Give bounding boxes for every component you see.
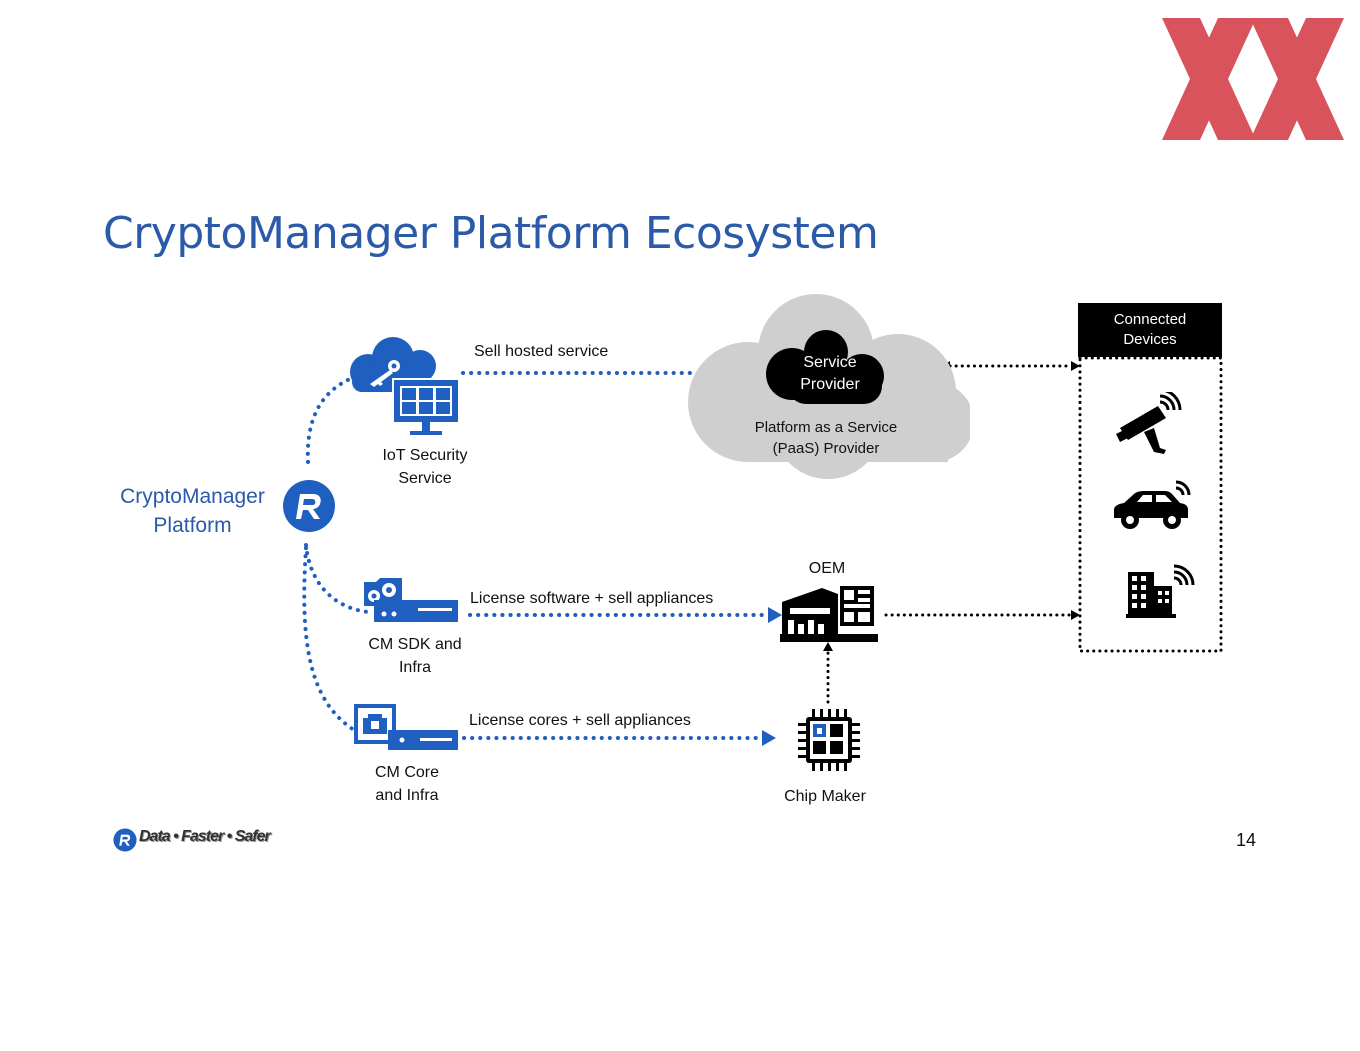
paas-label-line2: (PaaS) Provider [772,440,880,457]
cloud-icon [688,294,970,479]
connected-devices-line1: Connected [1113,311,1187,328]
cloud-key-monitor-icon [350,337,460,435]
cm-core-label-line1: CM Core [374,764,439,781]
slide-title: CryptoManager Platform Ecosystem [103,208,879,259]
service-provider-line1: Service [803,354,857,371]
connected-car-icon [1114,480,1191,529]
iot-security-label: IoT Security Service [365,444,485,490]
factory-icon [780,586,878,642]
platform-label-line1: CryptoManager [120,485,265,508]
chip-maker-label: Chip Maker [784,788,866,805]
cm-sdk-label: CM SDK and Infra [355,633,475,679]
xx-logo [1162,18,1344,140]
paas-label-line1: Platform as a Service [754,419,898,436]
edge-label-license-software: License software + sell appliances [470,590,714,607]
rambus-r-logo-icon [283,480,335,532]
oem-label: OEM [808,560,846,577]
iot-label-line2: Service [398,470,452,487]
security-camera-icon [1116,392,1182,454]
curve-to-iot [305,376,354,464]
paas-label: Platform as a Service (PaaS) Provider [740,417,912,459]
footer-tagline: Data • Faster • Safer [139,828,271,845]
rambus-footer-logo-icon [113,828,137,852]
lock-engine-server-icon [354,704,458,750]
connected-devices-header: Connected Devices [1078,303,1222,357]
service-provider-label: Service Provider [765,352,895,396]
service-provider-line2: Provider [800,376,860,393]
cm-core-label: CM Core and Infra [347,761,467,807]
cm-sdk-label-line2: Infra [398,659,431,676]
platform-label-line2: Platform [153,514,232,537]
gears-server-icon [364,578,458,622]
connected-devices-line2: Devices [1123,331,1177,348]
platform-label: CryptoManager Platform [100,482,285,540]
curve-to-sdk [304,543,370,614]
edge-label-sell-hosted: Sell hosted service [474,343,609,360]
page-number: 14 [1236,830,1257,850]
curve-to-core [302,546,356,732]
cm-sdk-label-line1: CM SDK and [368,636,462,653]
cm-core-label-line2: and Infra [375,787,439,804]
smart-building-icon [1126,564,1195,618]
iot-label-line1: IoT Security [382,447,468,464]
chip-icon [798,709,860,771]
edge-label-license-cores: License cores + sell appliances [469,712,691,729]
